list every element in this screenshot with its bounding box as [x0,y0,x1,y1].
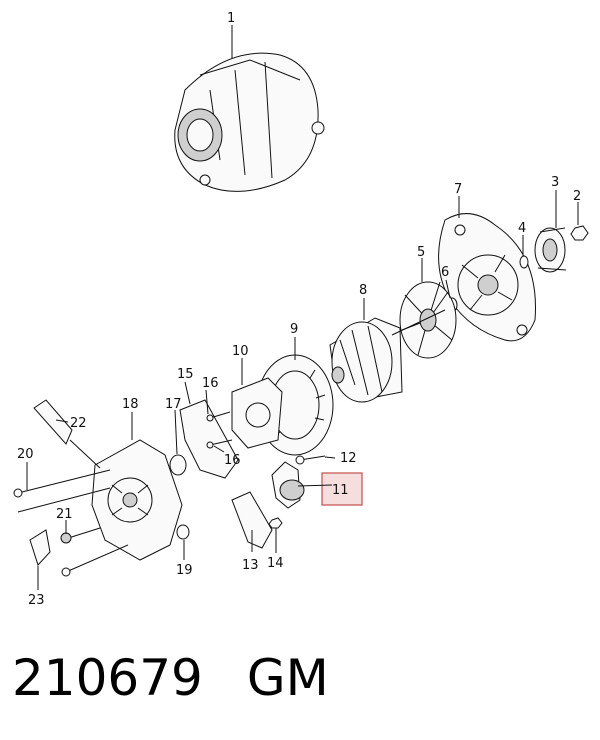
rotor [329,309,446,403]
label-14: 14 [267,556,284,571]
voltage-regulator [271,461,305,509]
label-10: 10 [232,344,249,359]
terminal-cover [29,529,51,566]
label-22: 22 [70,416,87,431]
through-bolt [65,544,129,573]
label-9: 9 [290,322,298,337]
label-7: 7 [454,182,462,197]
label-16a: 16 [202,376,219,391]
screw-head [295,455,305,465]
rectifier-plate [231,377,283,449]
label-5: 5 [417,245,425,260]
label-12: 12 [340,451,357,466]
pulley [534,227,567,273]
rear-housing [91,439,183,561]
fan [399,281,457,359]
label-20: 20 [17,447,34,462]
bolt-head [206,441,214,449]
label-13: 13 [242,558,259,573]
label-8: 8 [359,283,367,298]
label-21: 21 [56,507,73,522]
highlight-box [321,472,363,506]
seal-ring [169,454,187,476]
cap [176,524,190,540]
label-23: 23 [28,593,45,608]
label-11: 11 [332,483,349,498]
callout-labels: 1 2 3 4 5 6 7 8 9 10 11 12 13 14 15 16 1… [17,11,581,608]
label-2: 2 [573,189,581,204]
alternator-assembly [174,52,325,192]
brush-holder-cover [179,399,239,479]
brand-name: GM [246,649,329,707]
through-bolt [17,469,111,494]
washer [519,255,529,269]
brush-holder [231,491,273,549]
label-1: 1 [227,11,235,26]
label-3: 3 [551,175,559,190]
bracket [33,399,73,445]
label-4: 4 [518,221,526,236]
label-6: 6 [441,265,449,280]
label-15: 15 [177,367,194,382]
pulley-nut [570,225,589,241]
label-18: 18 [122,397,139,412]
label-19: 19 [176,563,193,578]
footer: 210679 GM [12,648,592,718]
bolt-head [13,488,23,498]
label-17: 17 [165,397,182,412]
bolt-head [206,414,214,422]
nut [268,517,283,529]
leader-lines [26,25,579,590]
alternator-exploded-diagram: 1 2 3 4 5 6 7 8 9 10 11 12 13 14 15 16 1… [13,11,589,608]
terminal-nut [60,532,72,544]
part-number: 210679 [12,649,203,707]
label-16b: 16 [224,453,241,468]
front-housing [438,213,536,342]
through-bolt [17,487,111,513]
bolt [209,439,233,446]
bolt-head [61,567,71,577]
